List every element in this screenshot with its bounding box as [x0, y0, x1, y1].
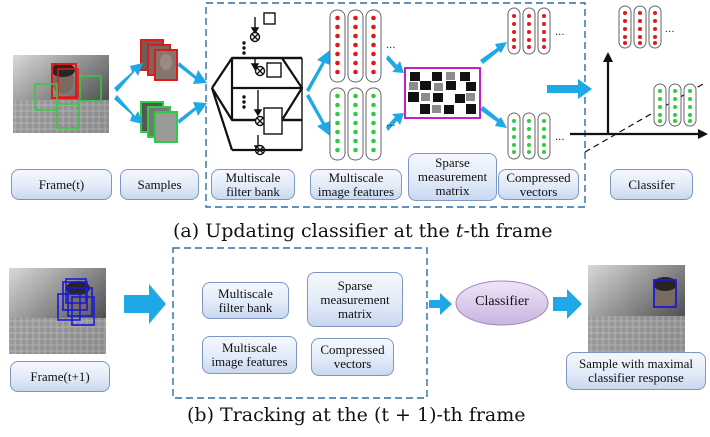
label-image-features-b: Multiscale image features	[202, 336, 297, 374]
result-image	[588, 265, 685, 353]
svg-text:...: ...	[386, 40, 396, 51]
caption-a-post: -th frame	[463, 220, 553, 242]
positive-samples	[140, 39, 178, 81]
sparse-matrix	[404, 67, 481, 119]
classifier-pill	[455, 280, 549, 326]
label-compressed-vectors-b: Compressed vectors	[311, 338, 394, 376]
caption-b: (b) Tracking at the (t + 1)-th frame	[187, 404, 526, 426]
positive-feature-vectors: ...	[329, 9, 396, 83]
negative-feature-vectors: ...	[329, 87, 396, 161]
flow-arrows-a	[114, 42, 592, 136]
caption-a-pre: (a) Updating classifier at the	[173, 220, 456, 242]
pipeline-box-b	[172, 247, 428, 399]
frame-t1-image	[9, 268, 106, 354]
label-classifier-b: Classifier	[475, 294, 529, 309]
svg-text:...: ...	[555, 132, 565, 143]
filter-bank-a	[210, 12, 304, 156]
label-measurement-matrix-a: Sparse measurement matrix	[408, 153, 497, 201]
compressed-vectors-a: ... ...	[507, 7, 565, 160]
label-filter-bank-a: Multiscale filter bank	[211, 169, 295, 200]
caption-a-italic: t	[455, 220, 464, 242]
classifier-plot: ...	[570, 5, 708, 153]
label-sample-response: Sample with maximal classifier response	[566, 352, 706, 390]
label-frame-t1: Frame(t+1)	[10, 361, 110, 392]
negative-samples	[140, 101, 178, 143]
label-image-features-a: Multiscale image features	[310, 169, 402, 200]
pipeline-box-a	[205, 2, 586, 208]
label-samples: Samples	[120, 169, 199, 200]
frame-t-image	[13, 55, 109, 133]
label-frame-t: Frame(t)	[11, 169, 112, 200]
svg-text:...: ...	[665, 24, 675, 35]
caption-a: (a) Updating classifier at the t-th fram…	[173, 220, 553, 242]
flow-arrows-b	[124, 284, 582, 324]
label-filter-bank-b: Multiscale filter bank	[202, 282, 289, 319]
label-measurement-matrix-b: Sparse measurement matrix	[307, 272, 403, 327]
svg-text:...: ...	[386, 118, 396, 129]
label-compressed-vectors-a: Compressed vectors	[498, 169, 579, 200]
svg-text:...: ...	[555, 27, 565, 38]
label-classifier-a: Classifer	[610, 169, 693, 200]
